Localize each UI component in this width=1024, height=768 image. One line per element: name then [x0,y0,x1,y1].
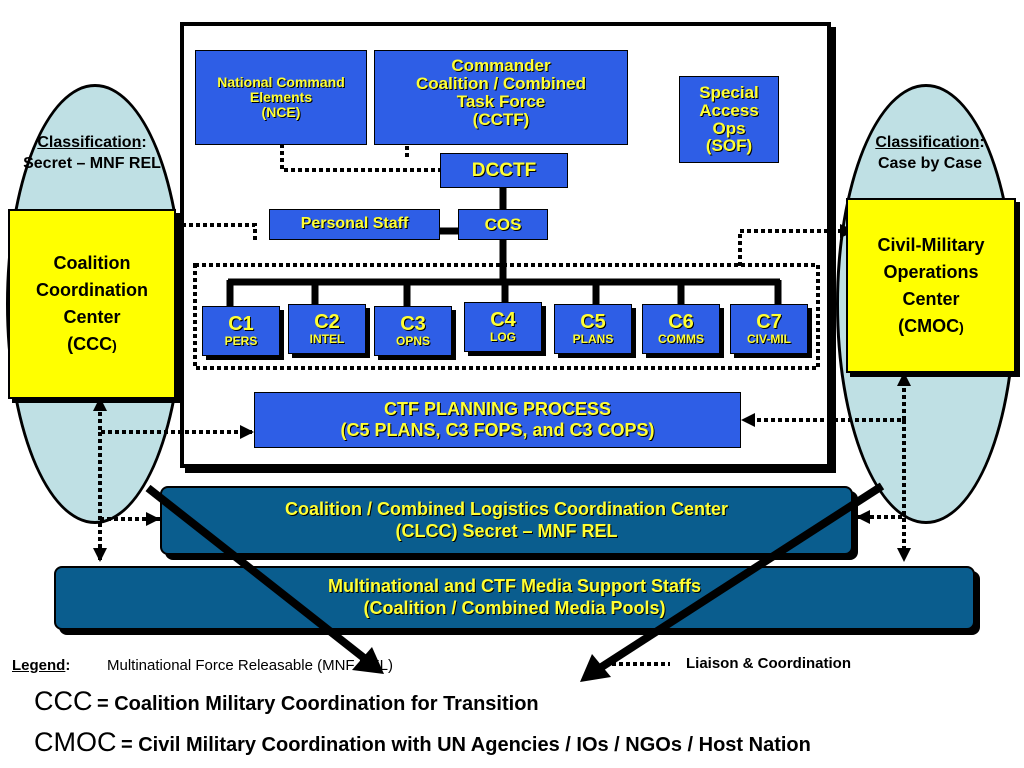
clcc-band: Coalition / Combined Logistics Coordinat… [160,486,853,555]
c1-box: C1 PERS [202,306,280,356]
nce-box: National Command Elements (NCE) [195,50,367,145]
ccc-box: Coalition Coordination Center (CCC) [8,209,176,399]
dcctf-box: DCCTF [440,153,568,188]
c7-box: C7 CIV-MIL [730,304,808,354]
classification-right-value: Case by Case [877,155,983,172]
nce-dcctf-liaison [280,144,440,172]
def-cmoc-abbr: CMOC [34,727,117,757]
def-ccc-text: = Coalition Military Coordination for Tr… [96,693,539,715]
legend-title: Legend: [12,657,71,674]
def-ccc-abbr: CCC [34,686,93,716]
classification-left-value: Secret – MNF REL [23,155,161,172]
arrowhead-planning-left [240,425,254,439]
classification-right-heading: Classification [875,134,980,151]
arrowhead-clcc-left [146,512,160,526]
cmoc-planning-liaison [745,374,906,422]
legend-mnf-text: Multinational Force Releasable (MNF REL) [107,657,393,674]
personal-staff-box: Personal Staff [269,209,440,240]
arrowhead-ccc-up [93,397,107,411]
def-cmoc-text: = Civil Military Coordination with UN Ag… [120,734,811,756]
staff-cmoc-liaison [738,229,840,266]
ccc-planning-liaison [98,398,252,434]
c3-box: C3 OPNS [374,306,452,356]
def-ccc: CCC = Coalition Military Coordination fo… [34,686,539,717]
arrowhead-clcc-right [856,510,870,524]
cmoc-box: Civil-Military Operations Center (CMOC) [846,198,1016,373]
c2-box: C2 INTEL [288,304,366,354]
c5-box: C5 PLANS [554,304,632,354]
arrowhead-media-left [93,548,107,562]
c4-box: C4 LOG [464,302,542,352]
sof-box: Special Access Ops (SOF) [679,76,779,163]
media-band: Multinational and CTF Media Support Staf… [54,566,975,630]
staff-ccc-liaison [160,223,257,240]
classification-left: Classification: Secret – MNF REL [4,132,180,174]
classification-left-heading: Classification [37,134,142,151]
c6-box: C6 COMMS [642,304,720,354]
classification-right: Classification: Case by Case [842,132,1018,174]
arrowhead-cmoc-up [897,372,911,386]
arrowhead-planning-right [741,413,755,427]
arrowhead-media-right [897,548,911,562]
legend-liaison-text: Liaison & Coordination [686,655,851,672]
cctf-box: Commander Coalition / Combined Task Forc… [374,50,628,145]
cos-box: COS [458,209,548,240]
planning-process-box: CTF PLANNING PROCESS (C5 PLANS, C3 FOPS,… [254,392,741,448]
def-cmoc: CMOC = Civil Military Coordination with … [34,727,1022,758]
